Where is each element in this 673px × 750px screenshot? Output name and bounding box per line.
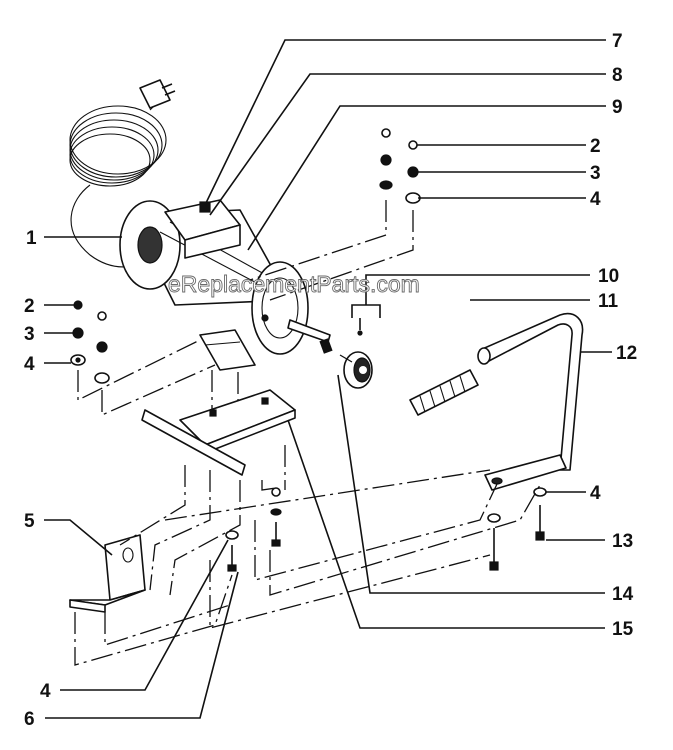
callout-6: 6 <box>24 709 35 730</box>
callout-2-left: 2 <box>24 296 35 317</box>
callout-14: 14 <box>612 584 634 605</box>
callout-9: 9 <box>612 97 623 118</box>
handle-bar <box>477 313 584 491</box>
callout-4-bottom: 4 <box>40 681 51 702</box>
motor <box>119 199 333 371</box>
callout-4-handle: 4 <box>590 483 601 504</box>
callout-1: 1 <box>26 228 37 249</box>
bracket <box>69 534 146 613</box>
callout-3-right: 3 <box>590 163 601 184</box>
assembly-lines <box>74 200 541 666</box>
callout-8: 8 <box>612 65 623 86</box>
callout-10: 10 <box>598 266 619 287</box>
pulley <box>343 318 373 389</box>
callout-11: 11 <box>598 291 619 312</box>
callout-4-left: 4 <box>24 354 35 375</box>
callout-2-right: 2 <box>590 136 601 157</box>
handle-grip <box>409 369 479 416</box>
power-cord <box>69 79 176 268</box>
callout-13: 13 <box>612 531 633 552</box>
callout-12: 12 <box>616 343 637 364</box>
leader-lines <box>44 39 612 719</box>
fasteners <box>70 128 547 572</box>
mount-plate <box>141 389 296 476</box>
callout-3-left: 3 <box>24 324 35 345</box>
callout-15: 15 <box>612 619 634 640</box>
callout-4-right: 4 <box>590 189 601 210</box>
watermark-text: eReplacementParts.com <box>168 271 420 297</box>
callout-5: 5 <box>24 511 35 532</box>
callout-7: 7 <box>612 31 623 52</box>
